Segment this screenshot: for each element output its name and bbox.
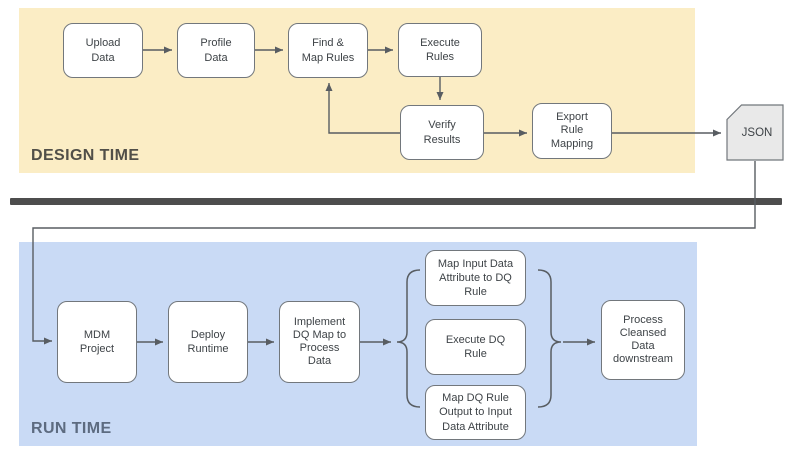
run-time-label: RUN TIME [31, 420, 112, 437]
node-execute-rules: Execute Rules [398, 23, 482, 77]
node-map-dq-rule-output: Map DQ Rule Output to Input Data Attribu… [425, 385, 526, 440]
node-execute-dq-rule: Execute DQ Rule [425, 319, 526, 375]
json-artifact-label: JSON [741, 126, 773, 139]
node-verify-results: Verify Results [400, 105, 484, 160]
node-export-rule-mapping: Export Rule Mapping [532, 103, 612, 159]
design-time-label: DESIGN TIME [31, 147, 140, 164]
node-deploy-runtime: Deploy Runtime [168, 301, 248, 383]
json-artifact-node: JSON [726, 104, 784, 161]
node-process-cleansed-data: Process Cleansed Data downstream [601, 300, 685, 380]
node-upload-data: Upload Data [63, 23, 143, 78]
section-divider [10, 198, 782, 205]
node-implement-dq-map: Implement DQ Map to Process Data [279, 301, 360, 383]
node-mdm-project: MDM Project [57, 301, 137, 383]
node-profile-data: Profile Data [177, 23, 255, 78]
node-map-input-data-attribute: Map Input Data Attribute to DQ Rule [425, 250, 526, 306]
document-shape-icon [726, 104, 784, 161]
node-find-map-rules: Find & Map Rules [288, 23, 368, 78]
